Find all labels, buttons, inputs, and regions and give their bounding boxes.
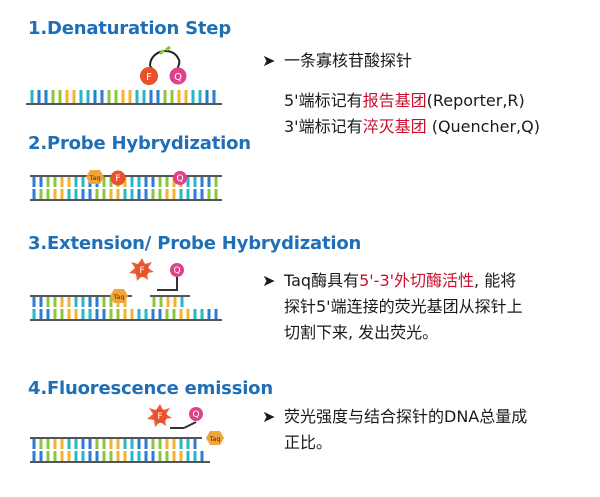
bullet-arrow-icon: ➤ xyxy=(262,407,276,426)
desc3-line2: 探针5'端连接的荧光基团从探针上 xyxy=(284,297,523,316)
step-2-bottom-bases xyxy=(32,189,218,199)
desc3-line3: 切割下来, 发出荧光。 xyxy=(284,323,439,342)
taq-label-3: Taq xyxy=(112,293,124,301)
step-2-title: 2.Probe Hybrydization xyxy=(28,133,251,154)
fluor-label-3: F xyxy=(139,266,144,276)
step-4-title: 4.Fluorescence emission xyxy=(28,378,273,399)
step-4-description: ➤荧光强度与结合探针的DNA总量成 正比。 xyxy=(262,404,527,456)
desc4-line2: 正比。 xyxy=(284,433,333,452)
quencher-icon-2 xyxy=(173,171,187,185)
taq-polymerase-icon-3 xyxy=(110,289,128,303)
step-3-title: 3.Extension/ Probe Hybrydization xyxy=(28,233,362,254)
taq-polymerase-icon xyxy=(86,170,104,184)
quencher-icon xyxy=(169,67,187,85)
taq-label-4: Taq xyxy=(208,435,220,443)
step-3-bottom-bases xyxy=(32,309,218,319)
quencher-label-4: Q xyxy=(192,410,199,420)
desc1-line2: 5'端标记有报告基团(Reporter,R) xyxy=(284,91,525,110)
probe-link-marks xyxy=(158,45,171,56)
step-3-description: ➤Taq酶具有5'-3'外切酶活性, 能将 探针5'端连接的荧光基团从探针上 切… xyxy=(262,268,523,346)
taq-label: Taq xyxy=(88,174,100,182)
desc3-line1: ➤Taq酶具有5'-3'外切酶活性, 能将 xyxy=(262,268,523,294)
quencher-label: Q xyxy=(174,72,182,83)
reporter-fluor-icon xyxy=(140,67,158,85)
step-1-title: 1.Denaturation Step xyxy=(28,18,231,39)
bullet-arrow-icon: ➤ xyxy=(262,271,276,290)
quencher-label-2: Q xyxy=(176,174,183,184)
reporter-fluor-icon-2 xyxy=(110,170,126,186)
fluor-label-2: F xyxy=(115,174,120,184)
fluor-label-4: F xyxy=(157,412,162,422)
taq-polymerase-icon-4 xyxy=(206,431,224,445)
desc4-line1: ➤荧光强度与结合探针的DNA总量成 xyxy=(262,404,527,430)
fluor-label: F xyxy=(146,72,152,83)
quencher-icon-3 xyxy=(170,263,184,277)
step-1-bases xyxy=(30,90,216,103)
step-3-top-bases xyxy=(32,297,184,307)
step-4-top-bases xyxy=(32,439,197,449)
desc1-line1: ➤一条寡核苷酸探针 xyxy=(262,48,540,74)
desc1-line3: 3'端标记有淬灭基团 (Quencher,Q) xyxy=(284,117,540,136)
bullet-arrow-icon: ➤ xyxy=(262,51,276,70)
step-1-description: ➤一条寡核苷酸探针 5'端标记有报告基团(Reporter,R) 3'端标记有淬… xyxy=(262,48,540,140)
quencher-label-3: Q xyxy=(173,266,180,276)
quencher-icon-4 xyxy=(189,407,203,421)
step-4-bottom-bases xyxy=(32,451,204,461)
